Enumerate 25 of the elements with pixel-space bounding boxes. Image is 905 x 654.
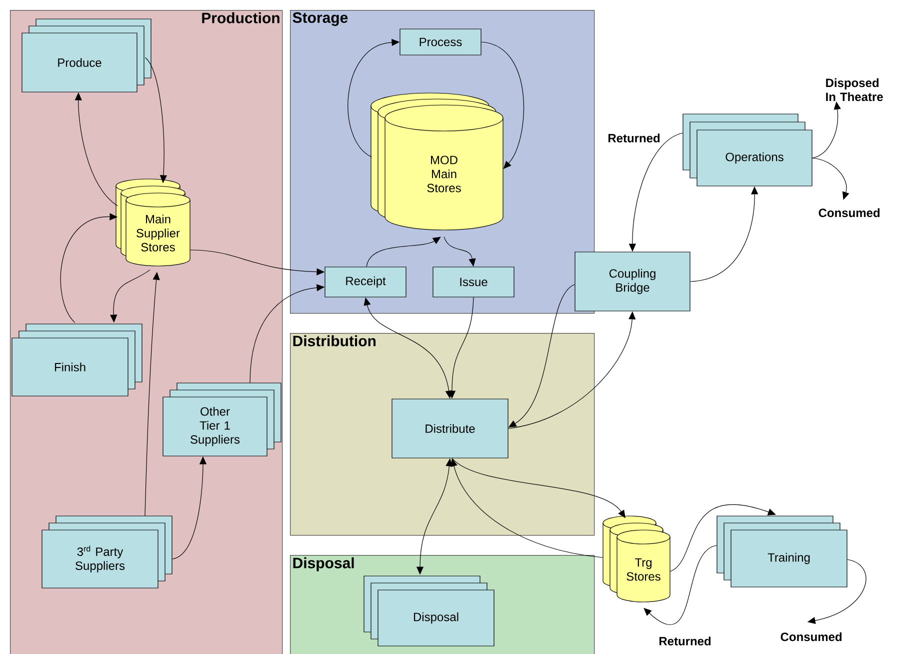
- process-box-stack: 3$^{rd}$ Party Suppliers: [42, 516, 172, 588]
- storage-cylinder-stack: Main Supplier Stores: [116, 178, 190, 266]
- arrow: [670, 504, 776, 572]
- process-box-stack: Other Tier 1 Suppliers: [162, 382, 282, 456]
- process-box-stack: Disposal: [364, 576, 494, 646]
- arrow: [366, 236, 441, 267]
- process-box-stack: Operations: [682, 114, 812, 186]
- arrow: [481, 42, 524, 169]
- process-box-stack: Training: [716, 516, 848, 588]
- outcome-label: Consumed: [780, 632, 842, 642]
- process-box: Receipt: [324, 266, 406, 298]
- edge-label: Returned: [606, 132, 662, 144]
- process-box-stack: Finish: [12, 324, 142, 396]
- process-box-stack: Produce: [22, 18, 152, 92]
- edge-label: Returned: [658, 636, 712, 646]
- outcome-label: Disposed In Theatre: [826, 78, 883, 102]
- process-box: Coupling Bridge: [574, 252, 690, 312]
- storage-cylinder-stack: MOD Main Stores: [370, 92, 504, 230]
- storage-cylinder-stack: Trg Stores: [602, 516, 670, 602]
- arrow: [812, 158, 850, 200]
- arrow: [644, 545, 717, 626]
- process-box: Distribute: [392, 398, 508, 458]
- outcome-label: Consumed: [818, 208, 880, 218]
- process-box: Issue: [432, 266, 514, 298]
- process-box: Process: [400, 28, 482, 56]
